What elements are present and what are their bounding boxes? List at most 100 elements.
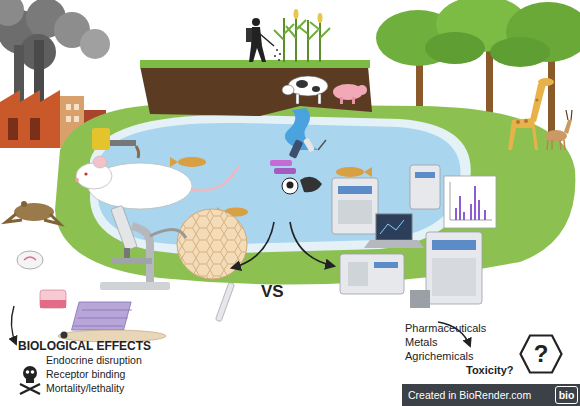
- list-item: Toxicity?: [466, 364, 513, 376]
- pond-life: [336, 167, 364, 177]
- instruments: [410, 165, 440, 209]
- instruments: [338, 200, 372, 224]
- pond-life: [303, 137, 315, 152]
- lab-items: [215, 282, 234, 322]
- spectrum-chart: [484, 210, 486, 220]
- lab-items: [40, 300, 66, 308]
- field: [140, 60, 370, 68]
- farmer: [279, 53, 281, 55]
- pond-life: [178, 157, 206, 167]
- list-item: Mortality/lethality: [46, 383, 124, 395]
- farmer: [246, 28, 252, 42]
- rat: [93, 156, 107, 168]
- pipe: [92, 128, 139, 158]
- flow-arrows: [11, 222, 470, 346]
- instruments: [376, 214, 412, 240]
- cow: [318, 94, 321, 104]
- pipe: [136, 146, 139, 158]
- pig: [340, 97, 343, 104]
- spectrum-chart: [474, 186, 476, 220]
- land: [55, 104, 575, 285]
- flow-arrows: [290, 222, 334, 266]
- farmer: [246, 18, 281, 62]
- pond-life: [300, 177, 322, 193]
- factory: [30, 118, 40, 140]
- skull-symbol: [26, 377, 34, 383]
- rat: [186, 166, 240, 190]
- instruments: [415, 172, 435, 178]
- instruments: [374, 262, 398, 268]
- hexagon-outline: [521, 336, 562, 373]
- watermark-badge: Created in BioRender.combio: [402, 384, 580, 406]
- pond-life: [318, 140, 326, 150]
- microscope: [111, 205, 137, 250]
- frog: [6, 201, 60, 224]
- instruments: [338, 186, 372, 194]
- frog: [6, 214, 60, 224]
- crops: [274, 20, 330, 40]
- pig: [357, 85, 367, 95]
- instruments: [380, 220, 404, 234]
- rat: [75, 156, 240, 209]
- microscope: [124, 248, 130, 258]
- factory: [0, 90, 60, 148]
- list-item: Receptor binding: [46, 369, 125, 381]
- farmer: [276, 49, 278, 51]
- instruments: [432, 258, 476, 296]
- skull-symbol: [26, 370, 30, 374]
- pond-life: [170, 157, 178, 167]
- microscope: [100, 205, 170, 290]
- gazelle: [564, 120, 572, 134]
- skull-symbol: [20, 366, 40, 394]
- cell-zoom: [177, 209, 247, 279]
- farmer: [260, 34, 274, 46]
- giraffe: [524, 119, 528, 123]
- trees: [490, 37, 550, 67]
- logo-box: bio: [555, 386, 578, 404]
- microscope: [112, 258, 152, 264]
- giraffe: [530, 84, 546, 122]
- spectrum-chart: [478, 200, 480, 220]
- spectrum-chart: [450, 182, 451, 220]
- instruments: [426, 232, 482, 304]
- list-item: Agrichemicals: [405, 350, 473, 362]
- gazelle: [545, 110, 572, 150]
- crops: [318, 13, 323, 23]
- giraffe: [538, 78, 554, 86]
- rat: [76, 163, 112, 189]
- field: [140, 60, 372, 150]
- rat: [84, 172, 87, 175]
- hexagon-symbol: ?: [519, 334, 563, 374]
- list-item: Endocrine disruption: [46, 355, 142, 367]
- question-mark: ?: [534, 340, 549, 368]
- lab-items: [61, 332, 68, 339]
- spectrum-chart: [463, 212, 465, 220]
- pond-life: [364, 167, 372, 177]
- pond-life: [287, 182, 294, 189]
- cow: [282, 85, 294, 95]
- lab-items: [40, 290, 66, 308]
- spectrum-chart: [444, 176, 496, 228]
- gazelle: [566, 110, 572, 120]
- lab-items: [24, 257, 36, 260]
- flow-arrows: [11, 306, 16, 344]
- factory: [8, 118, 18, 140]
- smoke: [80, 29, 110, 59]
- trees: [425, 32, 485, 64]
- giraffe: [516, 120, 520, 124]
- land: [55, 104, 575, 285]
- pig: [352, 97, 355, 104]
- skull-symbol: [20, 384, 40, 394]
- cell-zoom: [177, 209, 247, 279]
- instruments: [348, 262, 368, 286]
- crops: [274, 9, 330, 62]
- instruments: [332, 178, 378, 234]
- factory: [66, 104, 71, 110]
- lab-items: [17, 251, 43, 269]
- list-item: Metals: [405, 336, 437, 348]
- spectrum-chart: [470, 204, 472, 220]
- instruments: [410, 290, 430, 308]
- frog: [21, 201, 27, 207]
- list-item: Pharmaceuticals: [405, 322, 486, 334]
